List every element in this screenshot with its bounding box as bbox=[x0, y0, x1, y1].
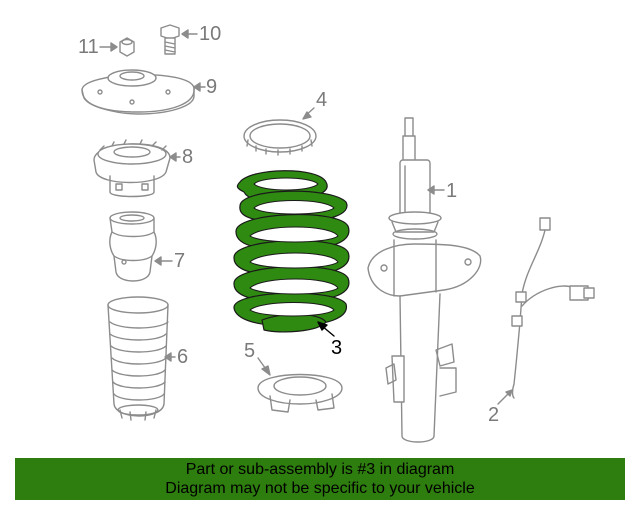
part-11-nut bbox=[99, 37, 135, 57]
part-8-spring-seat bbox=[93, 139, 181, 198]
callout-7: 7 bbox=[174, 250, 186, 272]
part-9-upper-mount bbox=[81, 69, 206, 115]
part-7-bump-stop bbox=[109, 211, 173, 282]
callout-3: 3 bbox=[331, 337, 343, 359]
part-1-strut bbox=[367, 117, 482, 443]
callout-4: 4 bbox=[316, 89, 328, 111]
callout-8: 8 bbox=[182, 146, 194, 168]
part-6-dust-boot bbox=[107, 296, 176, 421]
diagram-notice-banner: Part or sub-assembly is #3 in diagram Di… bbox=[15, 458, 625, 500]
part-5-lower-isolator bbox=[257, 357, 343, 413]
callout-11: 11 bbox=[78, 36, 99, 58]
banner-line-part: Part or sub-assembly is #3 in diagram bbox=[185, 461, 455, 478]
callout-5: 5 bbox=[244, 340, 256, 362]
part-4-upper-isolator bbox=[243, 107, 317, 156]
callout-2: 2 bbox=[488, 404, 500, 426]
part-2-sensor-wire bbox=[497, 217, 595, 405]
callout-10: 10 bbox=[199, 23, 222, 45]
banner-line-disclaimer: Diagram may not be specific to your vehi… bbox=[165, 480, 475, 497]
callout-6: 6 bbox=[177, 346, 189, 368]
callout-9: 9 bbox=[206, 76, 218, 98]
callout-1: 1 bbox=[446, 180, 458, 202]
part-10-bolt bbox=[160, 24, 198, 55]
suspension-parts-diagram bbox=[81, 24, 595, 443]
part-3-coil-spring bbox=[233, 170, 350, 337]
